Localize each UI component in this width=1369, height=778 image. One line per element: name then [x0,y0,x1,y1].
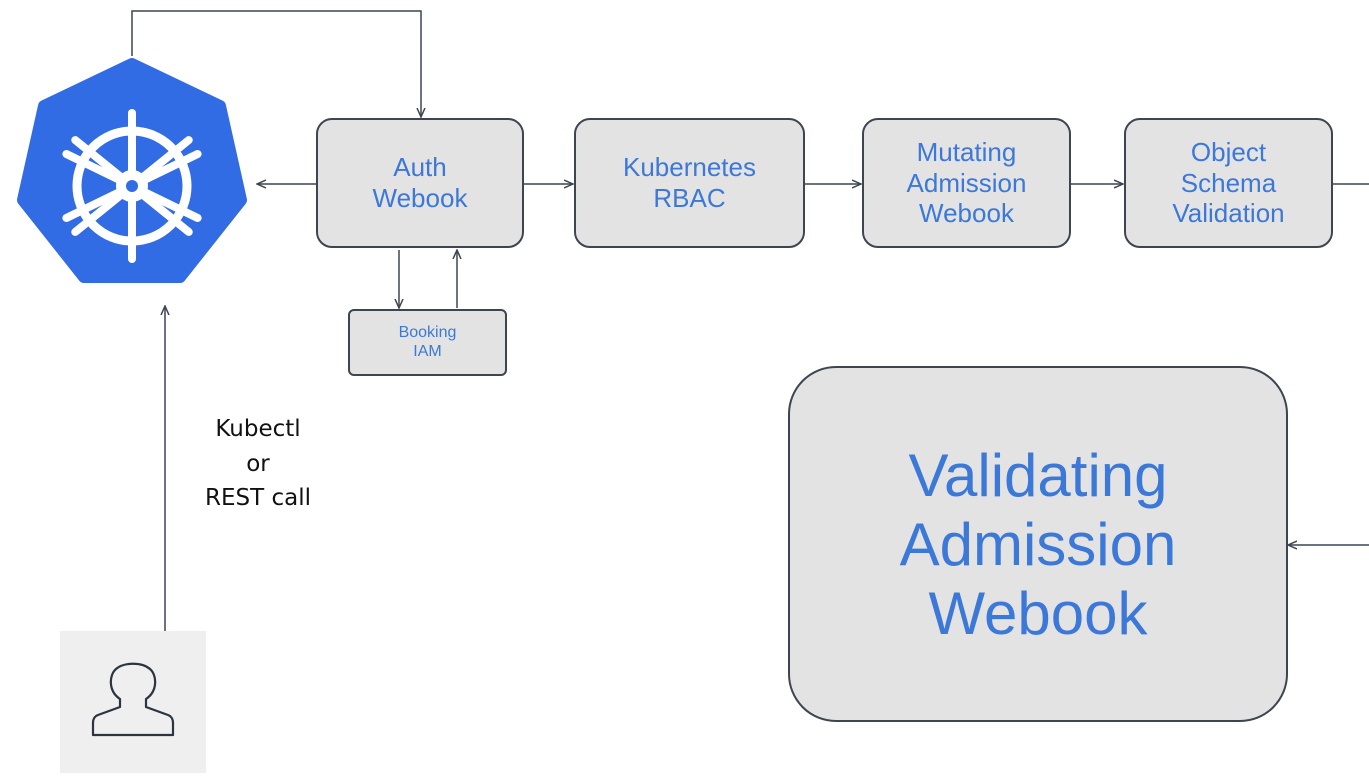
client-label: Kubectl or REST call [205,416,311,511]
connector-lines [131,10,1369,631]
object-schema-validation-node: Object Schema Validation [1124,118,1333,248]
auth-webhook-node: Auth Webook [316,118,524,248]
kubernetes-rbac-node: Kubernetes RBAC [574,118,805,248]
arrow-k8s-to-auth [131,10,421,116]
kubernetes-logo-icon [17,58,247,283]
mutating-admission-webhook-node: Mutating Admission Webook [862,118,1071,248]
booking-iam-node: Booking IAM [348,309,507,376]
validating-admission-webhook-node: Validating Admission Webook [788,366,1288,722]
user-icon [91,662,175,737]
user-tile [60,631,206,773]
